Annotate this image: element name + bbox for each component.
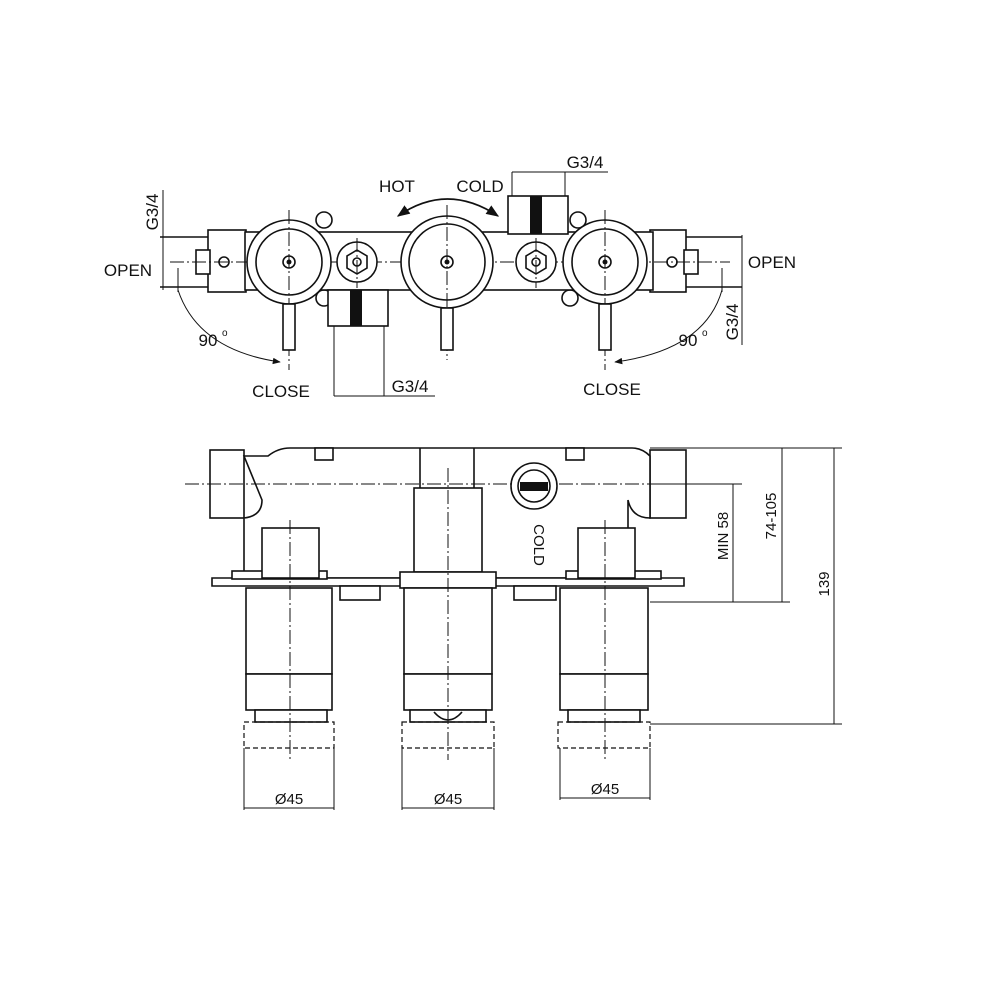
close-left-label: CLOSE (252, 382, 310, 401)
close-right-label: CLOSE (583, 380, 641, 399)
cold-indicator: COLD (510, 462, 558, 566)
dia-right: Ø45 (591, 781, 619, 798)
thread-bottom: G3/4 (392, 377, 429, 396)
top-view: HOT COLD G3/4 OPEN OPEN CLOSE CLOSE 90 o… (104, 153, 796, 401)
mount-ear (315, 211, 333, 229)
bottom-outlet-fitting (327, 289, 435, 397)
dia-center: Ø45 (434, 791, 462, 808)
left-check-nut (336, 238, 378, 288)
mount-ear (569, 211, 587, 229)
dim-total: 139 (816, 571, 833, 596)
degree-mark: o (702, 328, 708, 339)
centre-cartridge (399, 468, 497, 810)
dia-left: Ø45 (275, 791, 303, 808)
open-right-label: OPEN (748, 253, 796, 272)
thread-right: G3/4 (723, 304, 742, 341)
left-valve (246, 210, 332, 370)
cold-marking: COLD (530, 524, 547, 566)
angle-left-label: 90 (199, 331, 218, 350)
dim-range: 74-105 (763, 493, 780, 540)
top-inlet-fitting (507, 171, 608, 235)
left-cartridge (243, 520, 335, 810)
front-view: COLD (185, 447, 842, 810)
angle-arc-right (614, 289, 723, 365)
angle-right-label: 90 (679, 331, 698, 350)
hot-label: HOT (379, 177, 415, 196)
angle-arc-left (177, 289, 281, 365)
rotation-arrow (396, 198, 500, 217)
thread-left: G3/4 (143, 194, 162, 231)
left-side-port (160, 229, 247, 293)
centre-valve (400, 205, 494, 360)
right-side-port (649, 229, 742, 293)
open-left-label: OPEN (104, 261, 152, 280)
right-cartridge (557, 520, 651, 800)
degree-mark: o (222, 328, 228, 339)
dim-min: MIN 58 (715, 512, 732, 560)
thread-top-center: G3/4 (567, 153, 604, 172)
cold-label: COLD (456, 177, 503, 196)
right-valve (562, 210, 648, 370)
right-check-nut (515, 238, 557, 288)
